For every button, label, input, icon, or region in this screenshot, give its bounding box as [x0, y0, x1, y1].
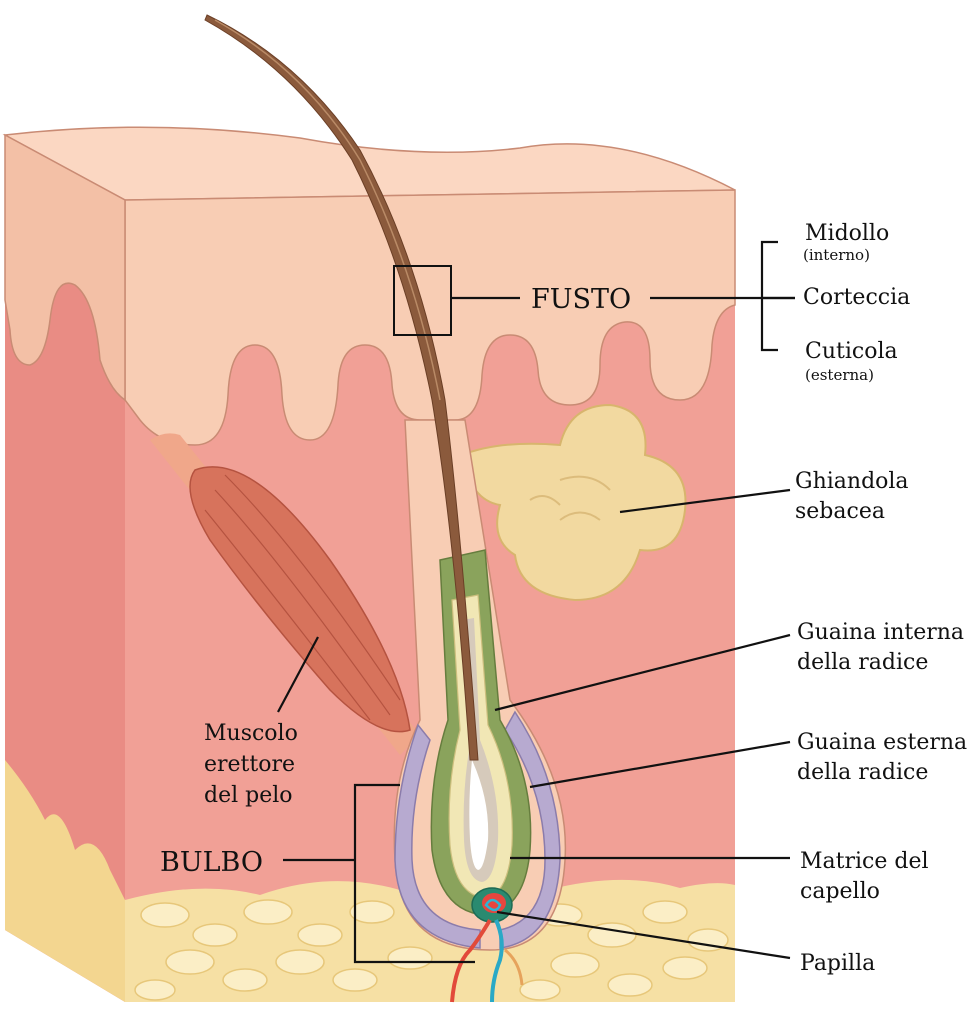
epidermis-top	[2, 126, 736, 201]
label-matrice-2: capello	[800, 879, 880, 904]
label-ghiandola-2: sebacea	[795, 499, 885, 524]
artery	[450, 918, 492, 1003]
label-guaina-interna-2: della radice	[797, 650, 928, 675]
label-guaina-esterna-1: Guaina esterna	[797, 730, 967, 755]
label-cuticola: Cuticola	[805, 339, 898, 364]
fat-layer-side	[5, 760, 125, 1002]
labels: FUSTO BULBO Midollo (interno) Corteccia …	[160, 221, 967, 976]
sebaceous-gland	[460, 403, 687, 602]
hair-shaft	[204, 14, 479, 761]
label-ghiandola-1: Ghiandola	[795, 469, 909, 494]
label-muscolo-1: Muscolo	[204, 721, 298, 746]
label-midollo: Midollo	[805, 221, 889, 246]
label-corteccia: Corteccia	[803, 285, 910, 310]
label-guaina-interna-1: Guaina interna	[797, 620, 964, 645]
label-papilla: Papilla	[800, 951, 875, 976]
shaft-detail-box	[393, 265, 452, 336]
fat-cells	[134, 899, 729, 1001]
epidermis	[124, 189, 736, 446]
epidermis-side	[4, 133, 126, 402]
label-midollo-sub: (interno)	[803, 246, 870, 264]
label-muscolo-3: del pelo	[204, 783, 293, 808]
vein	[490, 919, 504, 1003]
outer-root-sheath	[394, 723, 481, 949]
label-muscolo-2: erettore	[204, 752, 295, 777]
label-bulbo: BULBO	[160, 847, 263, 878]
papilla	[471, 887, 513, 923]
label-guaina-esterna-2: della radice	[797, 760, 928, 785]
leader-lines	[277, 240, 795, 964]
label-cuticola-sub: (esterna)	[805, 366, 874, 384]
arrector-pili-muscle	[150, 433, 420, 755]
label-fusto: FUSTO	[531, 284, 631, 315]
label-matrice-1: Matrice del	[800, 849, 929, 874]
